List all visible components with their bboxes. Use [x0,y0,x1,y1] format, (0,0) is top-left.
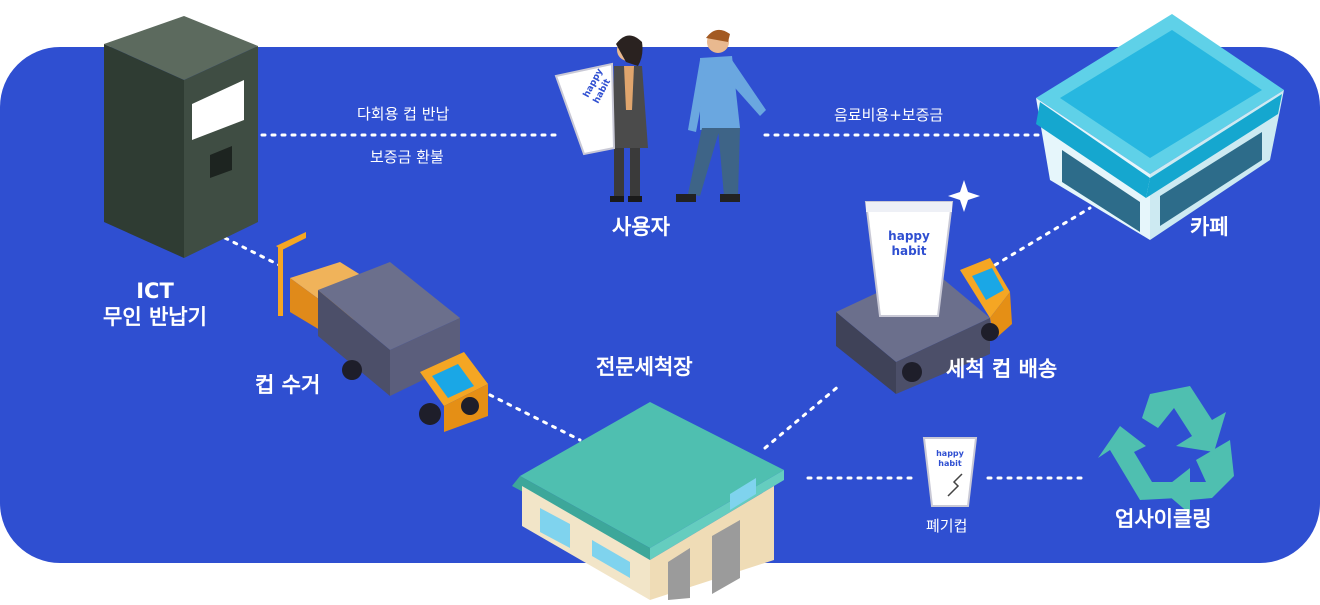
cafe-icon [1036,14,1284,240]
collection-truck-icon [276,232,488,432]
connector-delivery-cafe [995,208,1090,265]
cup-icon: happy habit [866,202,952,316]
deposit-refund-label: 보증금 환불 [370,146,444,167]
cup-brand-line2: habit [891,244,926,258]
connector-kiosk-truck [225,238,285,268]
washing-facility-label: 전문세척장 [596,354,693,380]
cup-return-label: 다회용 컵 반납 [357,103,449,124]
recycle-icon [1098,386,1234,514]
ict-kiosk-label-line1: ICT [100,278,210,304]
sparkle-icon [948,180,980,212]
kiosk-icon [104,16,258,258]
people-icon: happy habit [556,30,766,202]
payment-label: 음료비용+보증금 [834,104,943,125]
user-label: 사용자 [612,214,670,240]
ict-kiosk-label: ICT 무인 반납기 [100,278,210,330]
waste-cup-icon: happy habit [924,438,976,506]
cup-collection-label: 컵 수거 [255,372,320,398]
connector-washer-delivery [765,385,840,448]
cafe-label: 카페 [1190,214,1229,240]
connector-truck-washer [490,395,580,440]
cup-delivery-label: 세척 컵 배송 [946,356,1057,382]
waste-cup-label: 폐기컵 [926,515,967,536]
ict-kiosk-label-line2: 무인 반납기 [100,304,210,330]
waste-cup-brand-line1: happy [936,449,965,458]
waste-cup-brand-line2: habit [938,459,962,468]
cup-brand-line1: happy [888,229,930,243]
upcycling-label: 업사이클링 [1115,506,1212,532]
factory-icon [512,402,784,600]
